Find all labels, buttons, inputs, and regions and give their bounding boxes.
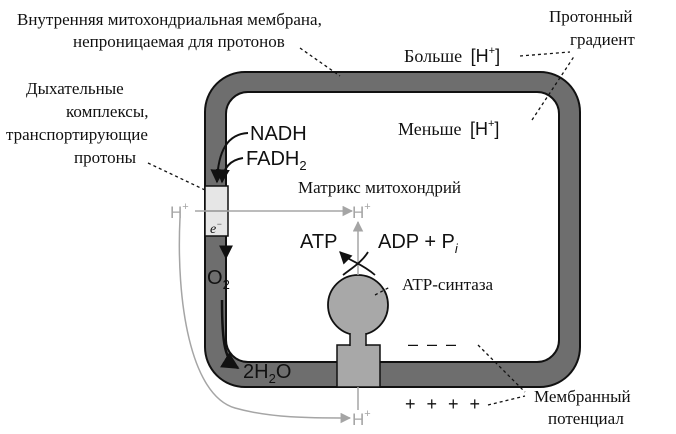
potential-line1: Мембранный: [534, 387, 631, 406]
h-bottom-label: H+: [352, 408, 371, 429]
potential-line2: потенциал: [548, 409, 624, 428]
leader-synthase: [374, 286, 391, 296]
atp-synthase-stalk: [336, 344, 381, 388]
membrane-title-line2: непроницаемая для протонов: [73, 32, 285, 51]
o2-label: O2: [207, 267, 230, 292]
adp-input-curve: [342, 251, 369, 276]
gradient-line2: градиент: [570, 30, 635, 49]
h-center-label: H+: [352, 201, 371, 222]
h-left-label: H+: [170, 201, 189, 222]
minus-signs: – – –: [408, 334, 458, 354]
nadh-label: NADH: [250, 123, 307, 145]
respiratory-line2: комплексы,: [66, 102, 149, 121]
atp-synthase-neck: [350, 330, 366, 348]
less-h-label: Меньше [H+]: [398, 118, 499, 139]
atp-label: ATP: [300, 231, 337, 253]
respiratory-line1: Дыхательные: [26, 79, 124, 98]
leader-potential-minus: [477, 344, 526, 393]
leader-gradient-more: [519, 51, 571, 57]
leader-gradient-less: [531, 54, 576, 121]
plus-signs: + + + +: [405, 394, 483, 414]
more-h-label: Больше [H+]: [404, 45, 500, 66]
proton-curve-left: [178, 217, 352, 424]
water-label: 2H2O: [243, 361, 291, 386]
electron-label: e−: [210, 219, 222, 237]
atp-formation-arrow: [339, 251, 376, 276]
gradient-line1: Протонный: [549, 7, 632, 26]
membrane-title-line1: Внутренняя митохондриальная мембрана,: [17, 10, 322, 29]
adp-label: ADP + Pi: [378, 231, 459, 256]
leader-respiratory: [147, 162, 206, 191]
leader-membrane: [299, 47, 341, 77]
respiratory-line3: транспортирующие: [6, 125, 148, 144]
matrix-label: Матрикс митохондрий: [298, 178, 461, 197]
respiratory-line4: протоны: [74, 148, 137, 167]
fadh-arrow: [215, 157, 244, 184]
atp-synthase-head: [327, 274, 389, 336]
atp-synthase-label: ATP-синтаза: [402, 275, 494, 294]
fadh2-label: FADH2: [246, 148, 307, 173]
leader-potential-plus: [487, 395, 526, 406]
water-arrow: [220, 299, 240, 370]
